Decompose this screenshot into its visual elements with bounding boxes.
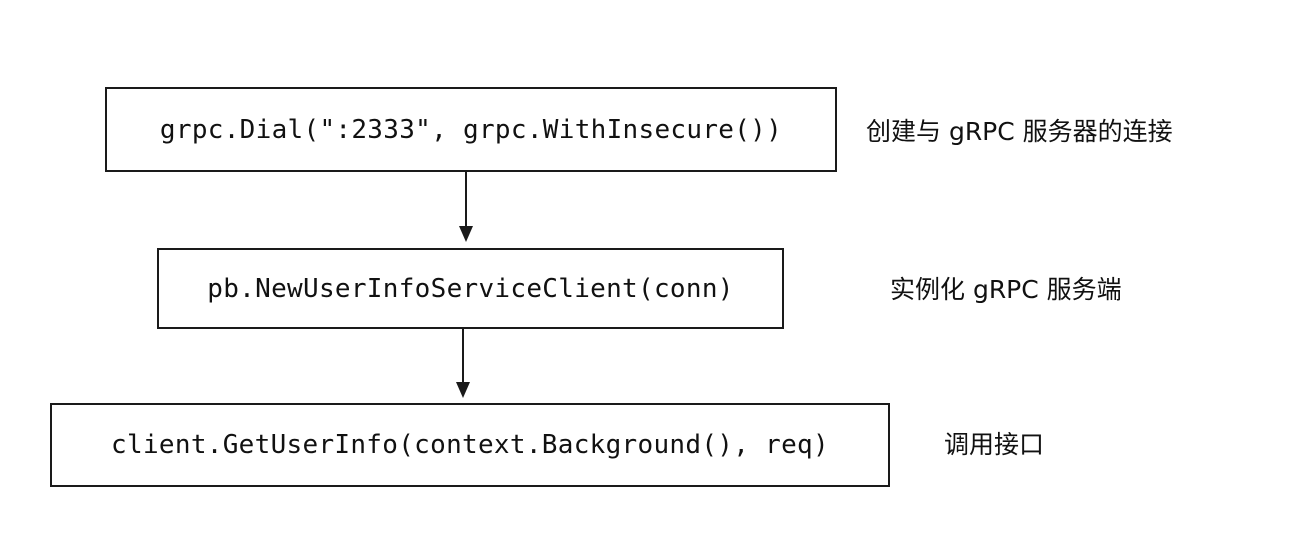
step-box-new-client: pb.NewUserInfoServiceClient(conn) — [157, 248, 784, 329]
arrow-client-to-call — [456, 329, 470, 398]
step-box-dial: grpc.Dial(":2333", grpc.WithInsecure()) — [105, 87, 837, 172]
arrow-dial-to-client — [459, 172, 473, 242]
step-code-new-client: pb.NewUserInfoServiceClient(conn) — [207, 273, 734, 304]
step-box-call: client.GetUserInfo(context.Background(),… — [50, 403, 890, 487]
step-code-call: client.GetUserInfo(context.Background(),… — [111, 430, 829, 460]
step-note-call: 调用接口 — [944, 430, 1045, 459]
step-code-dial: grpc.Dial(":2333", grpc.WithInsecure()) — [159, 114, 783, 145]
step-note-dial: 创建与 gRPC 服务器的连接 — [866, 117, 1173, 146]
step-note-new-client: 实例化 gRPC 服务端 — [890, 275, 1122, 304]
